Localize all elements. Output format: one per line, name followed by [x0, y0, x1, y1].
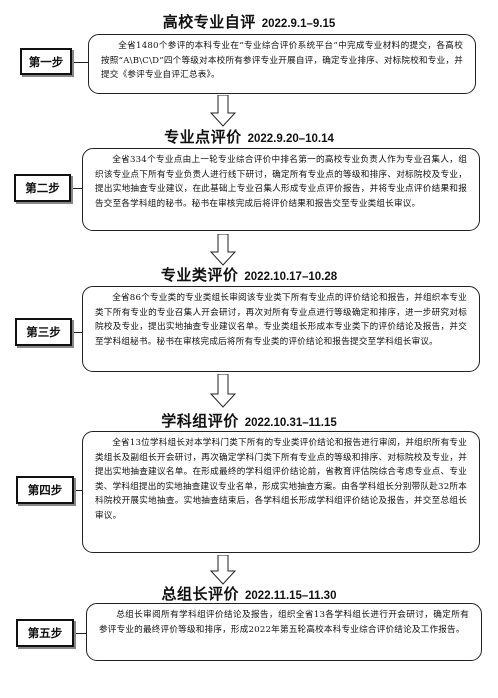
- stage-2-step-label: 第二步: [14, 174, 71, 202]
- stage-2-title-text: 专业点评价: [164, 128, 242, 146]
- down-arrow-icon: [210, 374, 236, 408]
- stage-4-connector: [74, 490, 83, 491]
- stage-3-connector: [71, 332, 83, 333]
- stage-1-step-label: 第一步: [20, 48, 72, 75]
- stage-5-description: 总组长审阅所有学科组评价结论及报告，组织全省13各学科组长进行开会研讨，确定所有…: [86, 603, 482, 661]
- stage-3-title: 专业类评价 2022.10.17–10.28: [0, 266, 498, 286]
- stage-1-title: 高校专业自评 2022.9.1–9.15: [0, 13, 498, 33]
- stage-2-connector: [70, 188, 83, 189]
- stage-3-title-text: 专业类评价: [160, 266, 239, 284]
- stage-5-step-label: 第五步: [16, 619, 74, 647]
- stage-3-date: 2022.10.17–10.28: [244, 271, 338, 283]
- stage-4-title-text: 学科组评价: [161, 412, 239, 430]
- stage-3-description: 全省86个专业类的专业类组长审阅该专业类下所有专业点的评价结论和报告，并组织本专…: [82, 286, 480, 372]
- stage-5-title-text: 总组长评价: [161, 585, 240, 603]
- stage-5-title: 总组长评价 2022.11.15–11.30: [0, 585, 498, 605]
- stage-2-title: 专业点评价 2022.9.20–10.14: [0, 128, 498, 148]
- stage-4-step-label: 第四步: [16, 476, 74, 504]
- stage-4-date: 2022.10.31–11.15: [244, 417, 337, 429]
- stage-5-connector: [74, 633, 87, 634]
- stage-1-date: 2022.9.1–9.15: [261, 18, 336, 30]
- stage-2-date: 2022.9.20–10.14: [247, 133, 334, 145]
- down-arrow-icon: [210, 95, 236, 127]
- stage-3-step-label: 第三步: [15, 318, 72, 346]
- down-arrow-icon: [210, 555, 236, 585]
- stage-1-connector: [71, 62, 88, 63]
- stage-1-title-text: 高校专业自评: [162, 13, 256, 31]
- stage-5-date: 2022.11.15–11.30: [245, 590, 337, 602]
- stage-1-description: 全省1480个参评的本科专业在“专业综合评价系统平台”中完成专业材料的提交，各高…: [88, 34, 476, 94]
- stage-4-title: 学科组评价 2022.10.31–11.15: [0, 412, 498, 432]
- stage-2-description: 全省334个专业点由上一轮专业综合评价中排名第一的高校专业负责人作为专业召集人，…: [82, 148, 480, 231]
- down-arrow-icon: [210, 234, 236, 266]
- stage-4-description: 全省13位学科组长对本学科门类下所有的专业类评价结论和报告进行审阅，并组织所有专…: [82, 431, 480, 553]
